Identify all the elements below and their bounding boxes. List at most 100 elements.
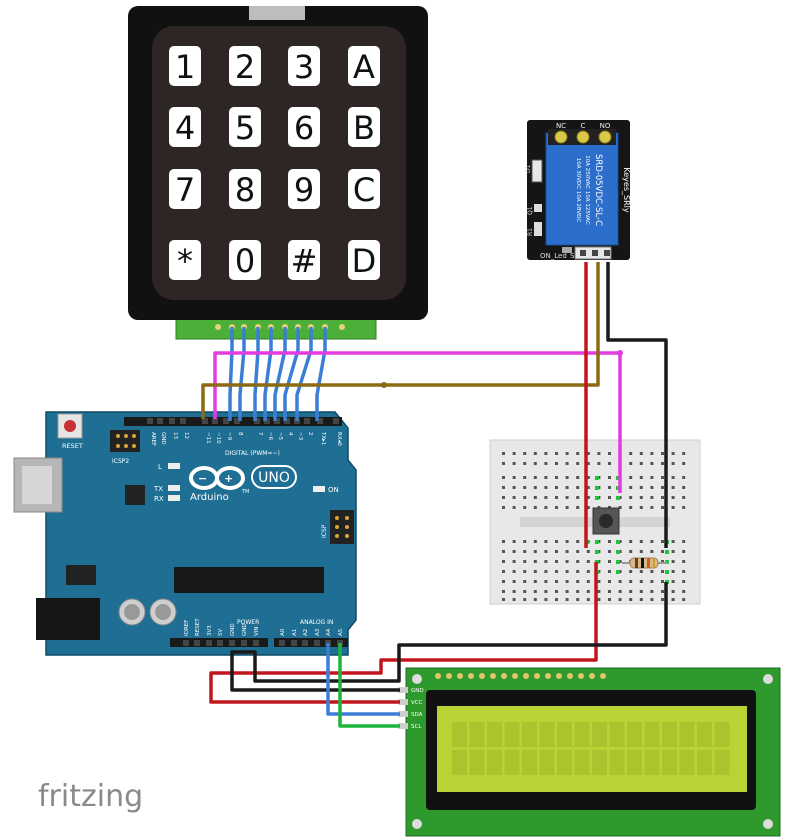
breadboard-hole (555, 476, 558, 479)
lcd-header-pin (534, 673, 540, 679)
keypad-key (229, 46, 261, 86)
transistor (534, 204, 542, 212)
breadboard-hole (533, 598, 537, 601)
lcd-cell (469, 722, 485, 747)
breadboard-hole (661, 452, 664, 455)
breadboard-hole (544, 486, 548, 489)
breadboard-hole (533, 570, 537, 573)
uno-label: UNO (258, 470, 290, 486)
breadboard-hole (639, 598, 643, 601)
digital-pin (304, 418, 310, 424)
digital-pin-label: 2 (307, 432, 313, 436)
breadboard-hole (576, 452, 580, 455)
analog-pin (279, 640, 285, 646)
breadboard-hole (671, 476, 675, 479)
digital-pin-label: ~3 (297, 432, 303, 441)
keypad-key-label: 7 (175, 171, 195, 209)
breadboard-hole (608, 590, 611, 593)
lcd-cell (504, 722, 520, 747)
breadboard-hole (533, 462, 537, 465)
breadboard-hole (586, 452, 590, 455)
breadboard-hole (544, 560, 548, 563)
breadboard-hole (565, 560, 569, 563)
breadboard-hole (586, 570, 590, 573)
lcd-header-pin (523, 673, 529, 679)
blue-wire-sda (326, 643, 400, 716)
button-cap (599, 514, 613, 528)
digital-pin-label: AREF (150, 432, 156, 446)
breadboard-hole (650, 452, 654, 455)
breadboard-hole (512, 506, 516, 509)
breadboard-hole (639, 540, 643, 543)
breadboard-hole (502, 452, 505, 455)
lcd-header-pin (567, 673, 573, 679)
resistor (622, 557, 668, 569)
breadboard-hole (576, 476, 580, 479)
digital-pin (254, 418, 260, 424)
blue-wire (283, 327, 300, 421)
lcd-cell (504, 750, 520, 775)
breadboard-hole (682, 598, 686, 601)
keypad-key-label: 5 (235, 109, 255, 147)
lcd-cell (609, 750, 625, 775)
digital-pin (264, 418, 270, 424)
diode-label: D1 (525, 164, 532, 173)
logo-minus: − (198, 472, 207, 485)
breadboard-hole (586, 590, 590, 593)
breadboard-hole (533, 452, 537, 455)
breadboard-hole (629, 580, 633, 583)
trademark: TM (241, 489, 249, 495)
digital-pin (157, 418, 163, 424)
keypad-key (348, 240, 380, 280)
lcd-header-pin (545, 673, 551, 679)
breadboard-hole (512, 580, 516, 583)
lcd-pin (398, 699, 408, 705)
breadboard-hole (608, 486, 611, 489)
keypad-key-label: 9 (294, 171, 314, 209)
lcd-header-pin (446, 673, 452, 679)
relay-brand: Keyes_SRly (622, 167, 631, 212)
led-on (313, 486, 325, 492)
resistor-band (647, 558, 650, 568)
breadboard-hole (555, 598, 558, 601)
breadboard-hole (682, 540, 686, 543)
power-pin (183, 640, 189, 646)
breadboard-hole (502, 486, 505, 489)
keypad-key-label: 1 (175, 48, 195, 86)
breadboard-hole (544, 540, 548, 543)
digital-pin-label: 13 (172, 432, 178, 439)
breadboard-hole (661, 476, 664, 479)
screw-terminal (576, 130, 590, 144)
breadboard-hole (544, 506, 548, 509)
breadboard-hole (576, 560, 580, 563)
lcd-cell (487, 750, 502, 775)
lcd-cell (469, 750, 485, 775)
icsp-pin (345, 525, 349, 529)
breadboard-hole (555, 506, 558, 509)
breadboard-hole (544, 496, 548, 499)
logo-loop-right (215, 466, 245, 490)
power-pin-label: 3V3 (207, 625, 213, 636)
breadboard-hole (523, 462, 527, 465)
breadboard-hole (502, 506, 505, 509)
relay-pin (604, 250, 610, 256)
keypad-key (288, 46, 320, 86)
breadboard-hole (650, 550, 654, 553)
breadboard-hole (544, 476, 548, 479)
breadboard-hole (671, 590, 675, 593)
breadboard-hole (533, 550, 537, 553)
breadboard-hole (629, 476, 633, 479)
breadboard-hole (533, 560, 537, 563)
keypad-face (152, 26, 406, 300)
breadboard-hole (565, 462, 569, 465)
breadboard-hole (555, 540, 558, 543)
blue-wire (228, 327, 234, 421)
led-rx (168, 495, 180, 501)
analog-pin-label: A4 (326, 628, 332, 636)
breadboard-hole (586, 486, 590, 489)
relay-text: SRD-05VDC-SL-C 10A 250VAC 10A 125VAC 10A… (575, 154, 631, 226)
keypad-key-label: 0 (235, 242, 255, 280)
logo-plus: + (224, 472, 233, 485)
